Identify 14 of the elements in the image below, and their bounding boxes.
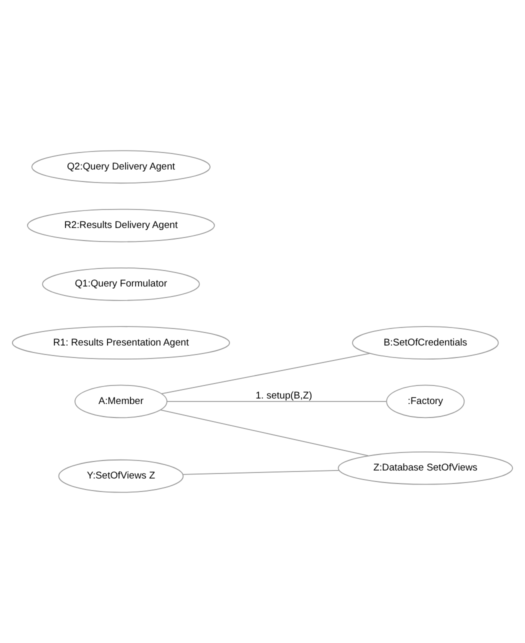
node-ellipse: Q2:Query Delivery Agent — [31, 150, 211, 184]
node-ellipse: R2:Results Delivery Agent — [27, 208, 215, 242]
connector — [166, 401, 387, 402]
node-ellipse: B:SetOfCredentials — [352, 326, 499, 360]
node-ellipse: Y:SetOfViews Z — [58, 459, 184, 493]
node-ellipse: R1: Results Presentation Agent — [12, 326, 230, 360]
node-ellipse: Z:Database SetOfViews — [338, 451, 513, 485]
edge-label: 1. setup(B,Z) — [256, 390, 312, 402]
node-ellipse: A:Member — [74, 384, 168, 418]
node-ellipse: Q1:Query Formulator — [42, 268, 200, 301]
connector — [182, 470, 340, 475]
connector — [161, 353, 370, 394]
connector — [160, 410, 369, 456]
node-ellipse: :Factory — [386, 384, 465, 418]
